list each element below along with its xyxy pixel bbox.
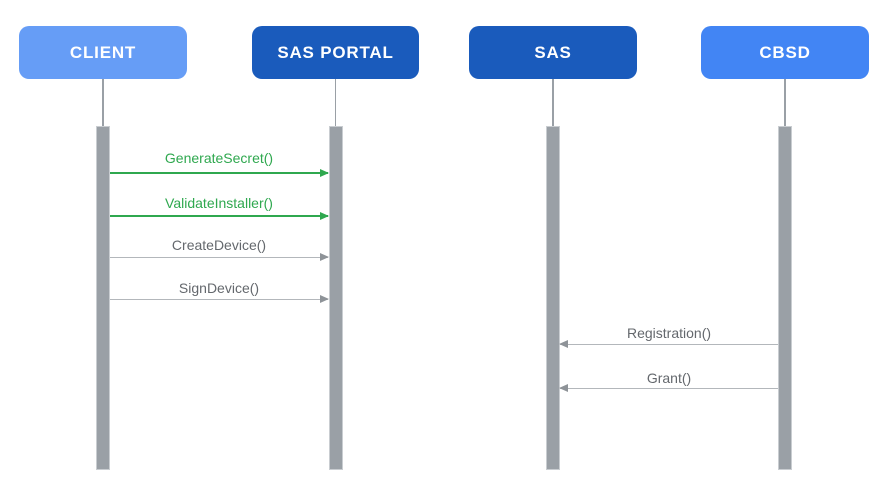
actor-label-client: CLIENT [69,42,137,62]
activation-bar-sas-portal [328,126,343,470]
message-arrow-generate-secret [110,168,329,177]
actor-box-sas: SAS [469,26,637,79]
message-arrow-registration [559,339,778,348]
actor-label-cbsd: CBSD [759,42,811,62]
actor-box-cbsd: CBSD [701,26,869,79]
actor-box-client: CLIENT [19,26,187,79]
activation-bar-sas [546,126,560,470]
message-label-create-device: CreateDevice() [171,237,267,253]
lifeline-sas-portal [334,79,337,126]
message-label-validate-installer: ValidateInstaller() [165,195,273,211]
message-arrow-validate-installer [110,211,329,220]
actor-label-sas: SAS [534,42,572,62]
actor-box-sas-portal: SAS PORTAL [252,26,419,79]
lifeline-cbsd [784,79,786,126]
message-arrow-grant [559,383,778,392]
message-arrow-create-device [110,252,329,261]
message-label-grant: Grant() [646,370,692,386]
message-label-sign-device: SignDevice() [178,280,260,296]
lifeline-sas [552,79,554,126]
message-label-registration: Registration() [626,325,712,341]
activation-bar-client [96,126,110,470]
activation-bar-cbsd [778,126,792,470]
message-label-generate-secret: GenerateSecret() [164,150,274,166]
lifeline-client [102,79,104,126]
message-arrow-sign-device [110,294,329,303]
actor-label-sas-portal: SAS PORTAL [277,42,394,62]
